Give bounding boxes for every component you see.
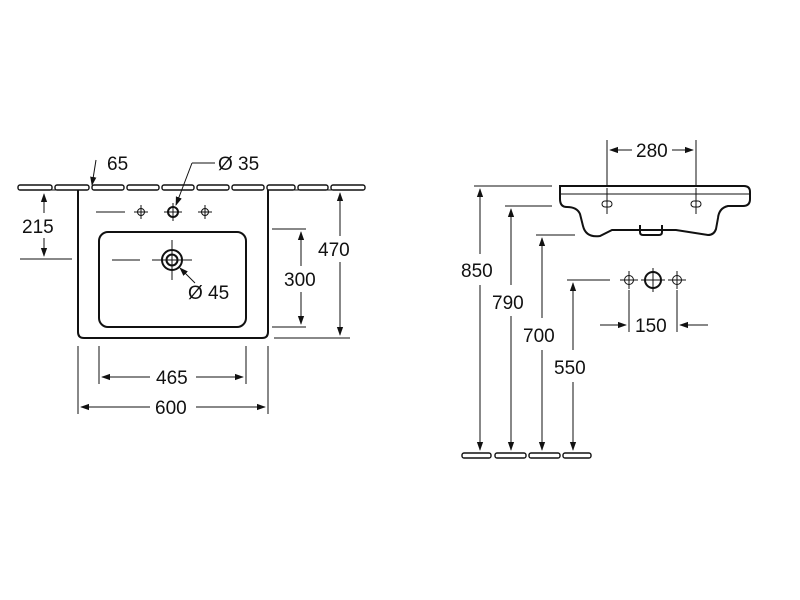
dim-overall-depth: 470 <box>318 240 350 261</box>
side-view: 280 850 790 700 550 <box>461 140 751 459</box>
supply-hole-left-icon <box>620 271 638 289</box>
supply-hole-right-icon <box>668 271 686 289</box>
dim-overall-width: 600 <box>155 398 187 419</box>
waste-outlet-icon <box>152 240 192 280</box>
dim-height-waste: 550 <box>554 358 586 379</box>
dim-waste-diameter: Ø 45 <box>188 283 229 304</box>
fixing-hole-left-icon <box>601 188 613 214</box>
front-view: 65 Ø 35 215 470 300 Ø 45 465 <box>17 154 366 419</box>
wall-strip-front <box>17 184 366 191</box>
tap-hole-center-icon <box>164 203 182 221</box>
dim-tap-offset: 65 <box>107 154 128 175</box>
dim-bowl-depth: 300 <box>284 270 316 291</box>
dim-tap-diameter: Ø 35 <box>218 154 259 175</box>
tap-hole-left-icon <box>134 205 148 219</box>
waste-stub <box>639 225 663 236</box>
basin-outline <box>77 190 269 339</box>
dim-height-bowl: 790 <box>492 293 524 314</box>
fixing-hole-right-icon <box>690 188 702 214</box>
bowl-outline <box>98 231 247 328</box>
dim-fixing-spacing: 280 <box>636 141 668 162</box>
dim-tap-height: 215 <box>22 217 54 238</box>
dim-height-top: 850 <box>461 261 493 282</box>
tap-hole-right-icon <box>198 205 212 219</box>
waste-pipe-icon <box>641 268 665 292</box>
floor-strip <box>461 452 592 459</box>
dim-waste-pipe-spacing: 150 <box>635 316 667 337</box>
basin-side-profile <box>559 185 751 238</box>
dim-height-underside: 700 <box>523 326 555 347</box>
dim-bowl-width: 465 <box>156 368 188 389</box>
